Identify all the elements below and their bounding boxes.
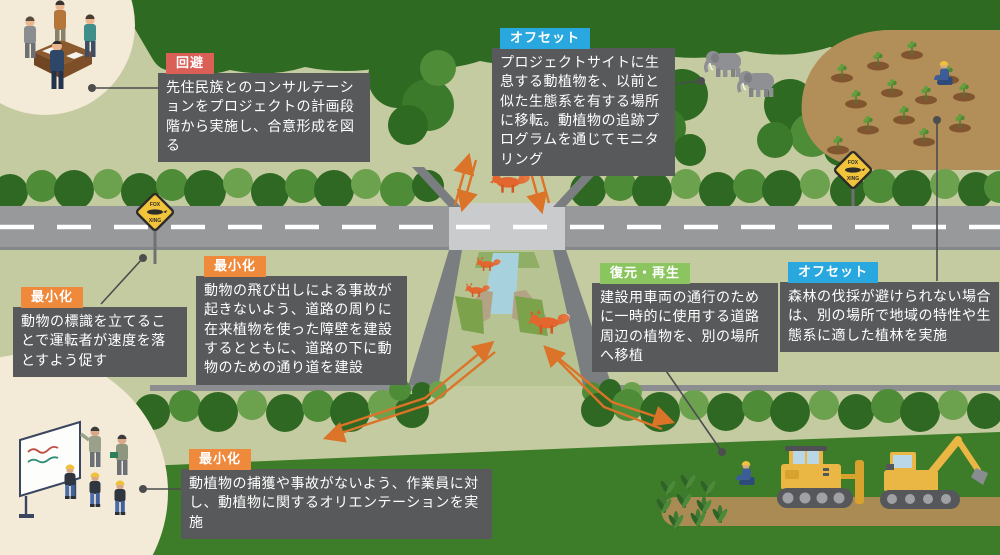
- svg-text:FOX: FOX: [848, 160, 859, 166]
- svg-text:XING: XING: [847, 176, 859, 182]
- presenter: [79, 426, 101, 467]
- callout-avoid-consultation: 回避 先住民族とのコンサルテーションをプロジェクトの計画段階から実施し、合意形成…: [158, 53, 370, 163]
- callout-text: 動物の標識を立てることで運転者が速度を落とすよう促す: [13, 307, 187, 377]
- category-chip-avoid: 回避: [166, 53, 215, 74]
- callout-minimize-barrier-underpass: 最小化 動物の飛び出しによる事故が起きないよう、道路の周りに在来植物を使った障壁…: [196, 256, 407, 385]
- tree-row-upper: [0, 168, 1000, 212]
- person-gray-suit: [24, 16, 36, 58]
- category-chip-minimize: 最小化: [204, 256, 267, 277]
- callout-text: 先住民族とのコンサルテーションをプロジェクトの計画段階から実施し、合意形成を図る: [158, 73, 370, 163]
- category-chip-offset: オフセット: [500, 28, 591, 49]
- callout-text: 建設用車両の通行のために一時的に使用する道路周辺の植物を、別の場所へ移植: [592, 283, 778, 373]
- category-chip-minimize: 最小化: [189, 449, 252, 470]
- svg-text:XING: XING: [149, 218, 161, 224]
- callout-text: 森林の伐採が避けられない場合は、別の場所で地域の特性や生態系に適した植林を実施: [780, 282, 999, 352]
- excavator-icon: [880, 436, 988, 509]
- vegetation-barrier: [150, 385, 1000, 391]
- callout-minimize-signage: 最小化 動物の標識を立てることで運転者が速度を落とすよう促す: [13, 287, 187, 377]
- callout-offset-replanting: オフセット 森林の伐採が避けられない場合は、別の場所で地域の特性や生態系に適した…: [780, 262, 999, 352]
- callout-text: 動植物の捕獲や事故がないよう、作業員に対し、動植物に関するオリエンテーションを実…: [181, 469, 492, 539]
- callout-text: 動物の飛び出しによる事故が起きないよう、道路の周りに在来植物を使った障壁を建設す…: [196, 276, 407, 385]
- category-chip-minimize: 最小化: [21, 287, 84, 308]
- callout-offset-relocation: オフセット プロジェクトサイトに生息する動植物を、以前と似た生態系を有する場所に…: [492, 28, 675, 176]
- consultation-scene: [0, 0, 135, 115]
- replanting-field: [801, 30, 1000, 170]
- callout-text: プロジェクトサイトに生息する動植物を、以前と似た生態系を有する場所に移転。動植物…: [492, 48, 675, 176]
- presenter: [110, 434, 128, 475]
- category-chip-restore: 復元・再生: [600, 263, 691, 284]
- underpass-upper-wings: [412, 167, 602, 207]
- svg-text:FOX: FOX: [150, 202, 161, 208]
- category-chip-offset: オフセット: [788, 262, 879, 283]
- person-teal-shirt: [84, 14, 96, 57]
- orientation-scene: [0, 354, 168, 555]
- fox-crossing-sign: FOX XING: [135, 192, 175, 264]
- person-navy-back: [50, 40, 64, 89]
- callout-minimize-orientation: 最小化 動植物の捕獲や事故がないよう、作業員に対し、動植物に関するオリエンテーシ…: [181, 449, 492, 539]
- underpass-wall-left: [408, 250, 462, 388]
- callout-connectors: [88, 77, 941, 493]
- funnel-guide-arrows: [322, 340, 676, 443]
- person-ochre-top: [54, 0, 66, 41]
- bulldozer-icon: [777, 446, 864, 508]
- callout-restore-transplant: 復元・再生 建設用車両の通行のために一時的に使用する道路周辺の植物を、別の場所へ…: [592, 263, 778, 373]
